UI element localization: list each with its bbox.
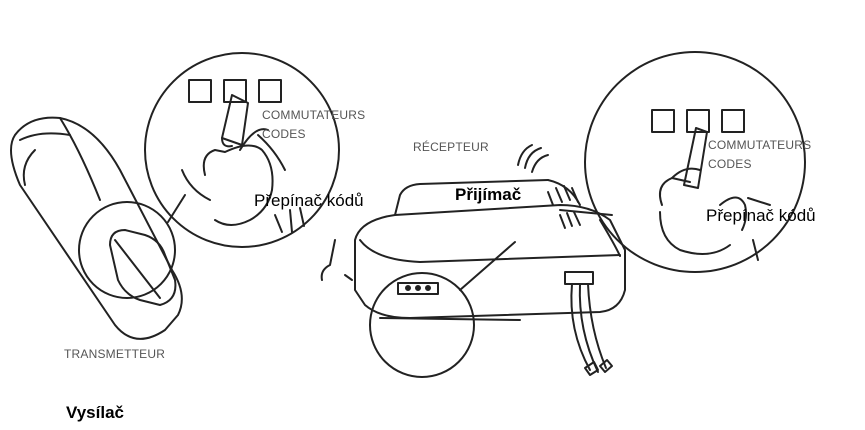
left-commutateurs-label: COMMUTATEURS — [262, 108, 366, 122]
right-codes-label: CODES — [708, 157, 752, 171]
right-code-switch-label: Přepínač kódů — [706, 206, 816, 225]
left-codes-label: CODES — [262, 127, 306, 141]
right-magnifier — [559, 51, 806, 273]
transmetteur-label: TRANSMETTEUR — [64, 347, 166, 361]
transmitter-label: Vysílač — [66, 403, 124, 422]
receiver-bottom-magnifier — [369, 241, 516, 378]
transmitter-drawing — [10, 116, 183, 340]
receiver-drawing — [320, 144, 626, 376]
right-commutateurs-label: COMMUTATEURS — [708, 138, 812, 152]
receiver-label: Přijímač — [455, 185, 522, 204]
recepteur-label: RÉCEPTEUR — [413, 140, 489, 154]
left-code-switch-label: Přepínač kódů — [254, 191, 364, 210]
left-magnifier — [78, 52, 340, 299]
